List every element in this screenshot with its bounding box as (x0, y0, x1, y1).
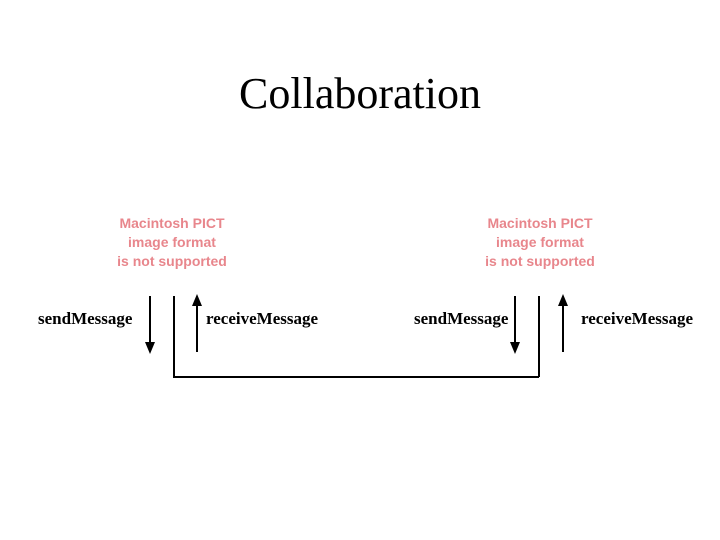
arrow-up-icon-1 (192, 294, 202, 352)
pict-placeholder-line-3: is not supported (117, 253, 227, 269)
pict-placeholder-line-2: image format (496, 234, 584, 250)
pict-placeholder-line-1: Macintosh PICT (119, 215, 225, 231)
pict-placeholder-line-3: is not supported (485, 253, 595, 269)
page-title: Collaboration (239, 69, 481, 118)
pict-placeholder-left: Macintosh PICT image format is not suppo… (87, 214, 257, 271)
pict-placeholder-right: Macintosh PICT image format is not suppo… (455, 214, 625, 271)
label-receive-message-2: receiveMessage (581, 309, 694, 328)
label-send-message-2: sendMessage (414, 309, 509, 328)
arrow-up-icon-2 (558, 294, 568, 352)
arrow-down-icon-1 (145, 296, 155, 354)
label-send-message-1: sendMessage (38, 309, 133, 328)
label-receive-message-1: receiveMessage (206, 309, 319, 328)
pict-placeholder-line-1: Macintosh PICT (487, 215, 593, 231)
arrow-down-icon-2 (510, 296, 520, 354)
pict-placeholder-line-2: image format (128, 234, 216, 250)
